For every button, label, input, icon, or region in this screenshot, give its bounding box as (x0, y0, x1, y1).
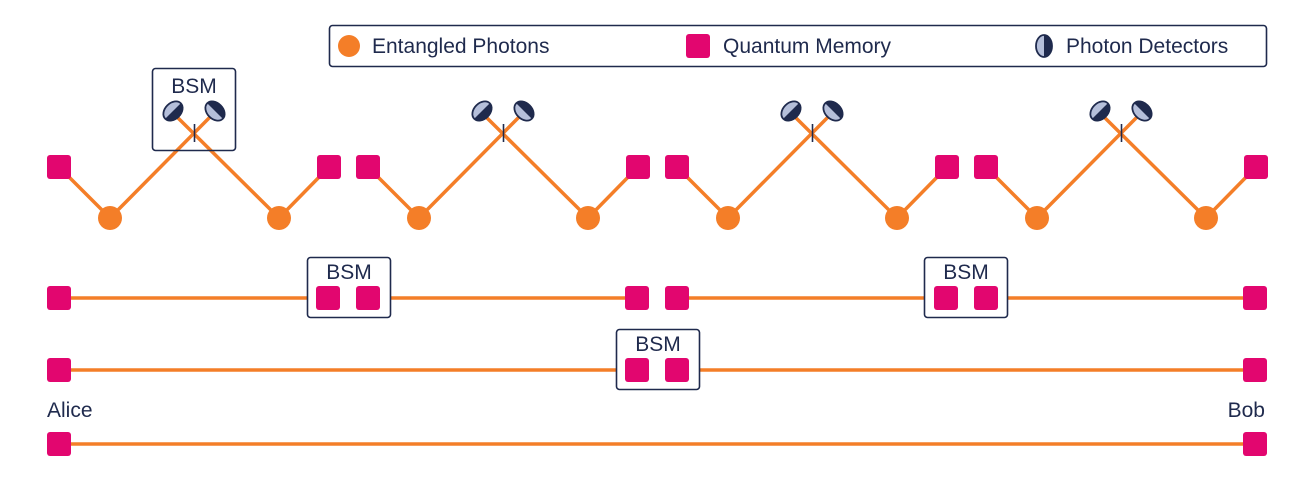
bsm-label: BSM (326, 261, 372, 284)
photon-detector-icon (1131, 100, 1153, 122)
bsm-label: BSM (635, 333, 681, 356)
photon-detector-icon (1035, 34, 1053, 58)
quantum-memory (626, 155, 650, 179)
legend: Entangled Photons Quantum Memory Photon … (328, 24, 1268, 68)
photon-detector-icon (204, 100, 226, 122)
elementary-link (984, 110, 1258, 221)
entangled-photon (1194, 206, 1218, 230)
quantum-memory (356, 286, 380, 310)
link-row-4: Alice Bob (47, 399, 1267, 456)
entangled-photon (885, 206, 909, 230)
quantum-memory (316, 286, 340, 310)
legend-label-quantum-memory: Quantum Memory (723, 35, 892, 58)
quantum-memory (974, 155, 998, 179)
photon-detector-icon (513, 100, 535, 122)
entangled-photon (407, 206, 431, 230)
quantum-memory (935, 155, 959, 179)
elementary-link (675, 110, 949, 221)
bob-label: Bob (1228, 399, 1265, 422)
link-row-3: BSM (47, 328, 1267, 391)
elementary-nodes-row (47, 100, 1268, 230)
elementary-link (57, 110, 331, 221)
photon-detector-icon (822, 100, 844, 122)
elementary-link (366, 110, 640, 221)
entangled-photon (716, 206, 740, 230)
link-row-2: BSM BSM (47, 256, 1267, 319)
photon-detector-icon (1089, 100, 1111, 122)
bsm-label: BSM (943, 261, 989, 284)
photon-detector-icon (471, 100, 493, 122)
entangled-photon (576, 206, 600, 230)
quantum-memory (47, 432, 71, 456)
entangled-photon-icon (338, 35, 360, 57)
quantum-memory (625, 358, 649, 382)
quantum-memory (317, 155, 341, 179)
quantum-memory-icon (686, 34, 710, 58)
legend-label-entangled-photons: Entangled Photons (372, 35, 549, 58)
quantum-memory (974, 286, 998, 310)
legend-label-photon-detectors: Photon Detectors (1066, 35, 1228, 58)
quantum-memory (934, 286, 958, 310)
quantum-memory (356, 155, 380, 179)
quantum-memory (665, 358, 689, 382)
photon-detector-icon (780, 100, 802, 122)
bsm-box-row1: BSM (151, 67, 237, 152)
entangled-photon (1025, 206, 1049, 230)
quantum-memory (1243, 432, 1267, 456)
quantum-memory (625, 286, 649, 310)
quantum-memory (1243, 358, 1267, 382)
entangled-photon (98, 206, 122, 230)
bsm-label: BSM (171, 75, 217, 98)
quantum-memory (1244, 155, 1268, 179)
elementary-links-row (57, 110, 1258, 221)
quantum-memory (47, 286, 71, 310)
quantum-memory (47, 358, 71, 382)
alice-label: Alice (47, 399, 93, 422)
photon-detector-icon (162, 100, 184, 122)
quantum-memory (1243, 286, 1267, 310)
quantum-memory (47, 155, 71, 179)
entangled-photon (267, 206, 291, 230)
quantum-memory (665, 286, 689, 310)
legend-frame (328, 24, 1268, 68)
quantum-memory (665, 155, 689, 179)
bsm-frame (151, 67, 237, 152)
